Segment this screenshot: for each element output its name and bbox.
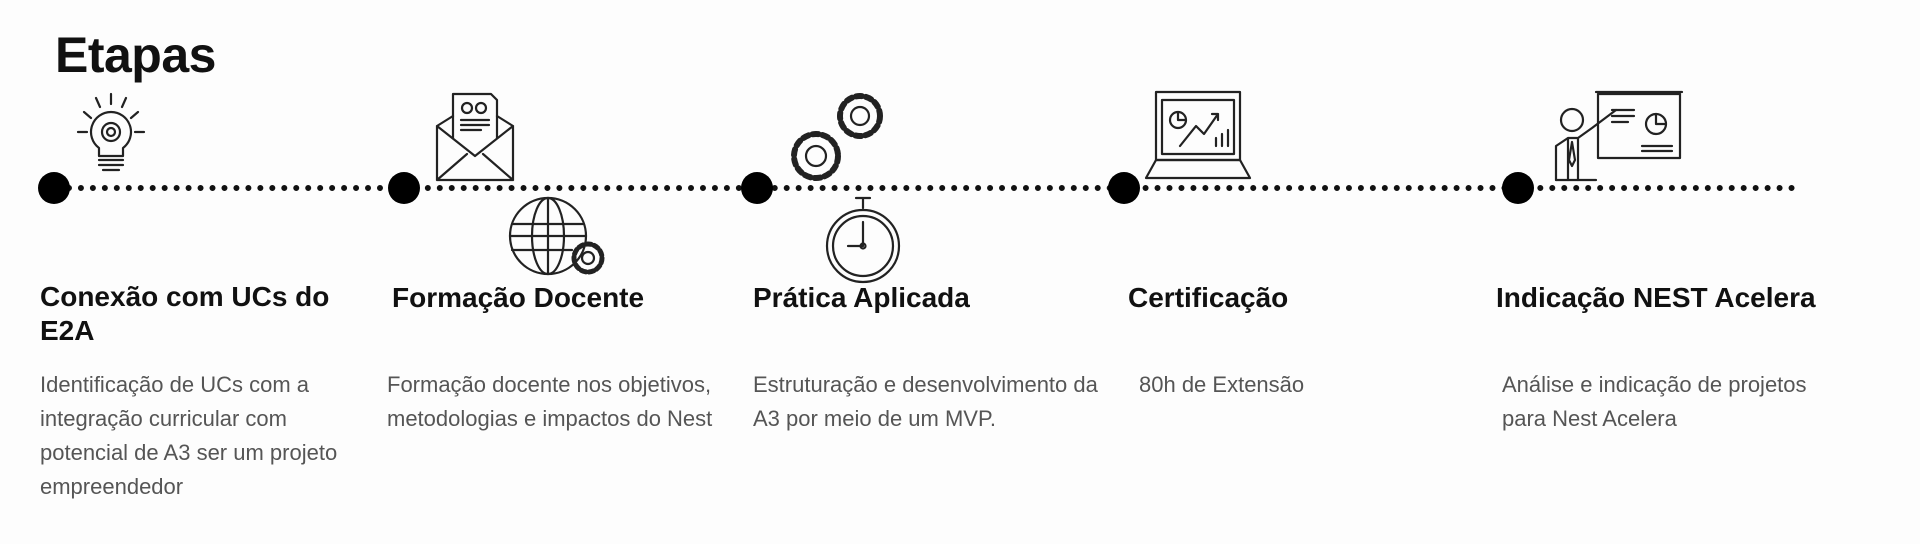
step-1-description: Identificação de UCs com a integração cu…	[40, 372, 338, 499]
timeline-node-4	[1108, 172, 1140, 204]
timeline-dotted-line	[54, 185, 1796, 191]
gears-icon	[788, 90, 888, 186]
step-2-heading: Formação Docente	[392, 282, 645, 313]
step-5-heading: Indicação NEST Acelera	[1496, 282, 1816, 313]
laptop-chart-icon	[1144, 90, 1252, 182]
globe-gear-icon	[506, 194, 610, 284]
timeline-node-2	[388, 172, 420, 204]
envelope-document-icon	[435, 90, 515, 182]
step-3-description: Estruturação e desenvolvimento da A3 por…	[753, 372, 1098, 431]
timeline-node-5	[1502, 172, 1534, 204]
timeline-node-3	[741, 172, 773, 204]
step-4-heading: Certificação	[1128, 282, 1289, 313]
step-1-heading: Conexão com UCs do E2A	[40, 281, 330, 346]
step-5-description: Análise e indicação de projetos para Nes…	[1502, 372, 1807, 431]
presenter-board-icon	[1552, 90, 1684, 182]
page-title: Etapas	[55, 27, 216, 83]
stopwatch-icon	[822, 194, 904, 284]
step-4-description: 80h de Extensão	[1139, 372, 1305, 397]
step-2-description: Formação docente nos objetivos, metodolo…	[387, 372, 713, 431]
timeline-node-1	[38, 172, 70, 204]
step-3-heading: Prática Aplicada	[753, 282, 970, 313]
lightbulb-gear-icon	[66, 90, 156, 180]
